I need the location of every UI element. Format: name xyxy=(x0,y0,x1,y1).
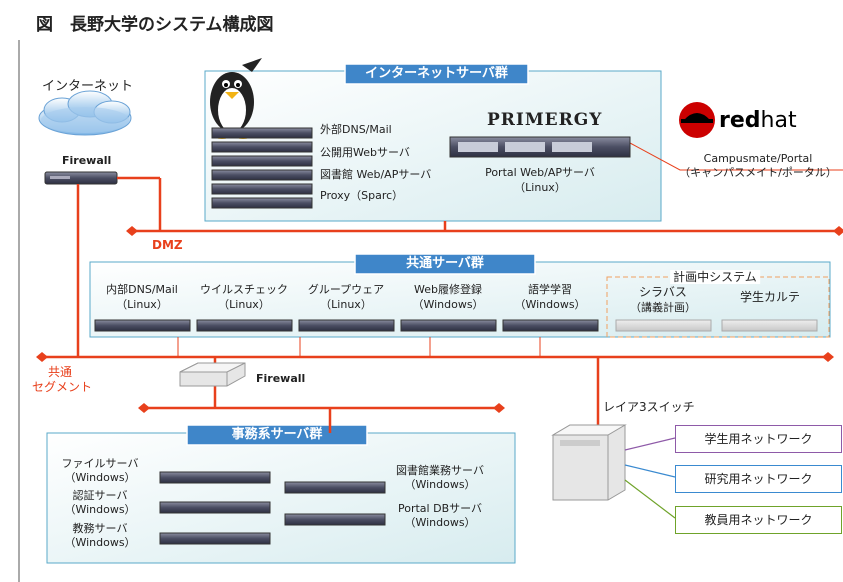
firewall-label: Firewall xyxy=(62,154,112,167)
page-title: 図 長野大学のシステム構成図 xyxy=(36,15,274,35)
office-server-name: 認証サーバ xyxy=(72,489,128,502)
office-group-box xyxy=(46,432,516,564)
office-group-title: 事務系サーバ群 xyxy=(231,427,323,442)
common-server-os: （Windows） xyxy=(412,298,484,311)
network-lines xyxy=(40,176,840,433)
internet-server-label: 図書館 Web/APサーバ xyxy=(320,168,432,181)
campusmate-label: Campusmate/Portal xyxy=(703,152,813,165)
internet-group-title: インターネットサーバ群 xyxy=(365,66,508,81)
redhat-logo-icon xyxy=(679,102,715,138)
internet-server-label: 公開用Webサーバ xyxy=(320,146,410,159)
planned-system-name: シラバス xyxy=(639,285,687,299)
internet-label: インターネット xyxy=(42,79,134,94)
campusmate-sublabel: （キャンパスメイト/ポータル） xyxy=(679,166,837,179)
common-server-name: 語学学習 xyxy=(528,283,572,296)
office-server-name: Portal DBサーバ xyxy=(397,502,483,515)
common-group-title: 共通サーバ群 xyxy=(406,256,484,271)
internet-server-stack xyxy=(211,127,313,209)
faculty-network-box: 教員用ネットワーク xyxy=(675,506,842,534)
linux-penguin-icon xyxy=(210,58,262,139)
common-server-name: 内部DNS/Mail xyxy=(106,283,178,296)
office-server-name: ファイルサーバ xyxy=(61,457,139,470)
planned-system-name: 学生カルテ xyxy=(739,290,801,304)
common-group-header xyxy=(354,253,536,275)
planned-system-sub: （講義計画） xyxy=(630,301,696,314)
internet-server-label: Proxy（Sparc） xyxy=(320,189,404,202)
firewall-device-icon xyxy=(44,171,118,185)
common-server-os: （Linux） xyxy=(116,298,168,311)
line-endpoints xyxy=(36,226,843,413)
office-server-os: （Windows） xyxy=(64,503,136,516)
redhat-logo-text: redhat xyxy=(719,108,797,133)
portal-server-label: Portal Web/APサーバ xyxy=(485,166,595,179)
firewall2-device-icon xyxy=(179,362,246,387)
firewall2-label: Firewall xyxy=(256,372,306,385)
common-server-name: ウイルスチェック xyxy=(200,283,288,296)
internet-server-label: 外部DNS/Mail xyxy=(320,123,392,136)
primergy-server-icon xyxy=(449,136,631,158)
common-segment-label-2: セグメント xyxy=(32,380,93,394)
common-segment-label-1: 共通 xyxy=(48,365,73,379)
primergy-label: PRIMERGY xyxy=(487,110,603,130)
office-server-os: （Windows） xyxy=(64,536,136,549)
research-network-box: 研究用ネットワーク xyxy=(675,465,842,493)
common-server-name: Web履修登録 xyxy=(414,283,482,296)
office-server-devices xyxy=(159,471,386,545)
office-server-name: 図書館業務サーバ xyxy=(396,464,484,477)
internet-cloud-icon xyxy=(38,90,132,136)
office-server-name: 教務サーバ xyxy=(72,522,128,535)
office-server-os: （Windows） xyxy=(404,478,476,491)
office-server-os: （Windows） xyxy=(404,516,476,529)
common-server-name: グループウェア xyxy=(307,283,385,296)
common-server-devices xyxy=(94,319,818,332)
internet-group-header xyxy=(344,63,529,85)
office-group-header xyxy=(186,424,368,446)
layer3-switch-label: レイア3スイッチ xyxy=(603,400,695,414)
layer3-switch-icon xyxy=(551,424,627,501)
planned-systems-box xyxy=(606,276,830,338)
student-network-box: 学生用ネットワーク xyxy=(675,425,842,453)
planned-systems-title: 計画中システム xyxy=(670,270,760,284)
office-server-os: （Windows） xyxy=(64,471,136,484)
dmz-label: DMZ xyxy=(152,238,183,252)
common-server-os: （Windows） xyxy=(514,298,586,311)
common-server-os: （Linux） xyxy=(218,298,270,311)
portal-server-os: （Linux） xyxy=(514,181,566,194)
common-server-os: （Linux） xyxy=(320,298,372,311)
